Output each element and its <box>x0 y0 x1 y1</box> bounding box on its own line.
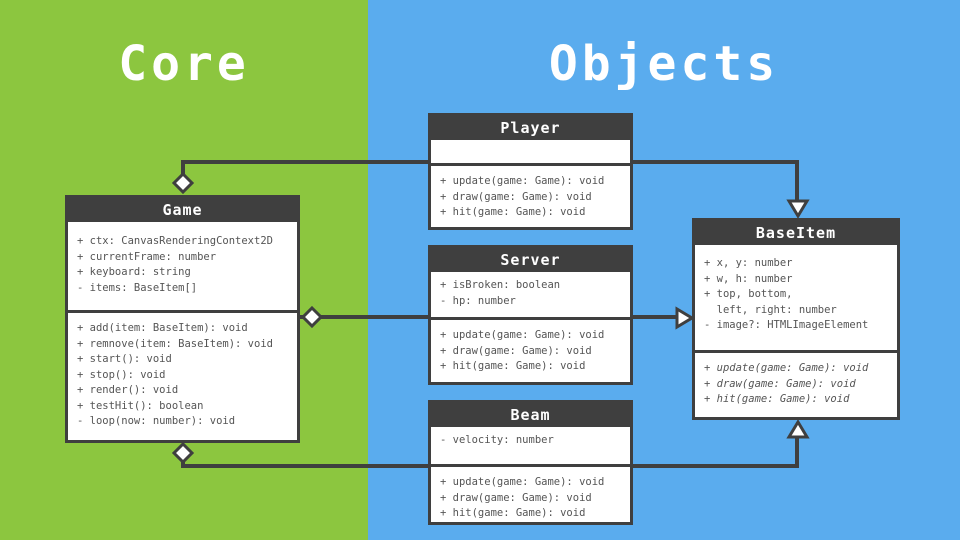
attribute-row: - hp: number <box>440 294 516 307</box>
class-header-baseitem: BaseItem <box>695 221 897 245</box>
method-row: + hit(game: Game): void <box>440 360 586 372</box>
attribute-row: - items: BaseItem[] <box>77 281 198 294</box>
class-header-server: Server <box>431 248 630 272</box>
method-row: + start(): void <box>77 353 172 365</box>
method-row: + add(item: BaseItem): void <box>77 322 248 334</box>
attribute-row: + x, y: number <box>704 257 793 269</box>
aggregation-diamond-icon <box>171 441 195 465</box>
inheritance-arrow-icon <box>786 199 810 219</box>
attribute-row: + keyboard: string <box>77 266 191 278</box>
method-row: + update(game: Game): void <box>440 476 605 488</box>
attribute-row: + top, bottom, <box>704 288 793 300</box>
class-box-beam: Beam - velocity: number + update(game: G… <box>428 400 633 525</box>
inheritance-arrow-icon <box>675 306 695 330</box>
method-row: - loop(now: number): void <box>77 415 236 427</box>
attribute-row: + currentFrame: number <box>77 250 217 263</box>
beam-attributes-section: - velocity: number <box>431 427 630 464</box>
baseitem-methods-section: + update(game: Game): void + draw(game: … <box>695 350 897 417</box>
server-methods-section: + update(game: Game): void + draw(game: … <box>431 317 630 382</box>
method-row: + stop(): void <box>77 368 166 381</box>
attribute-row: + ctx: CanvasRenderingContext2D <box>77 235 273 247</box>
method-row: + hit(game: Game): void <box>704 393 850 405</box>
method-row: + draw(game: Game): void <box>440 190 592 203</box>
attribute-row: left, right: number <box>704 303 837 316</box>
method-row: + testHit(): boolean <box>77 399 204 412</box>
aggregation-diamond-icon <box>300 305 324 329</box>
class-header-game: Game <box>68 198 297 222</box>
attribute-row: + w, h: number <box>704 272 793 285</box>
class-header-player: Player <box>431 116 630 140</box>
player-methods-section: + update(game: Game): void + draw(game: … <box>431 163 630 227</box>
method-row: + update(game: Game): void <box>704 362 869 374</box>
attribute-row: + isBroken: boolean <box>440 279 561 291</box>
class-box-game: Game + ctx: CanvasRenderingContext2D + c… <box>65 195 300 443</box>
method-row: + hit(game: Game): void <box>440 507 586 519</box>
class-box-player: Player + update(game: Game): void + draw… <box>428 113 633 230</box>
attribute-row: - image?: HTMLImageElement <box>704 319 869 331</box>
connector-top-vertical-right <box>795 160 799 204</box>
attribute-row: - velocity: number <box>440 434 554 446</box>
method-row: + draw(game: Game): void <box>440 491 592 504</box>
method-row: + update(game: Game): void <box>440 175 605 187</box>
section-title-objects: Objects <box>548 36 780 92</box>
baseitem-attributes-section: + x, y: number + w, h: number + top, bot… <box>695 245 897 350</box>
class-box-baseitem: BaseItem + x, y: number + w, h: number +… <box>692 218 900 420</box>
class-header-beam: Beam <box>431 403 630 427</box>
aggregation-diamond-icon <box>171 171 195 195</box>
game-attributes-section: + ctx: CanvasRenderingContext2D + curren… <box>68 222 297 310</box>
method-row: + render(): void <box>77 384 179 396</box>
server-attributes-section: + isBroken: boolean - hp: number <box>431 272 630 317</box>
method-row: + update(game: Game): void <box>440 329 605 341</box>
game-methods-section: + add(item: BaseItem): void + remnove(it… <box>68 310 297 440</box>
method-row: + draw(game: Game): void <box>704 377 856 390</box>
method-row: + draw(game: Game): void <box>440 344 592 357</box>
method-row: + remnove(item: BaseItem): void <box>77 337 273 350</box>
inheritance-arrow-icon <box>786 419 810 439</box>
connector-bottom-vertical-right <box>795 436 799 468</box>
class-box-server: Server + isBroken: boolean - hp: number … <box>428 245 633 385</box>
section-title-core: Core <box>118 36 250 92</box>
player-attributes-section <box>431 140 630 163</box>
beam-methods-section: + update(game: Game): void + draw(game: … <box>431 464 630 522</box>
method-row: + hit(game: Game): void <box>440 206 586 218</box>
